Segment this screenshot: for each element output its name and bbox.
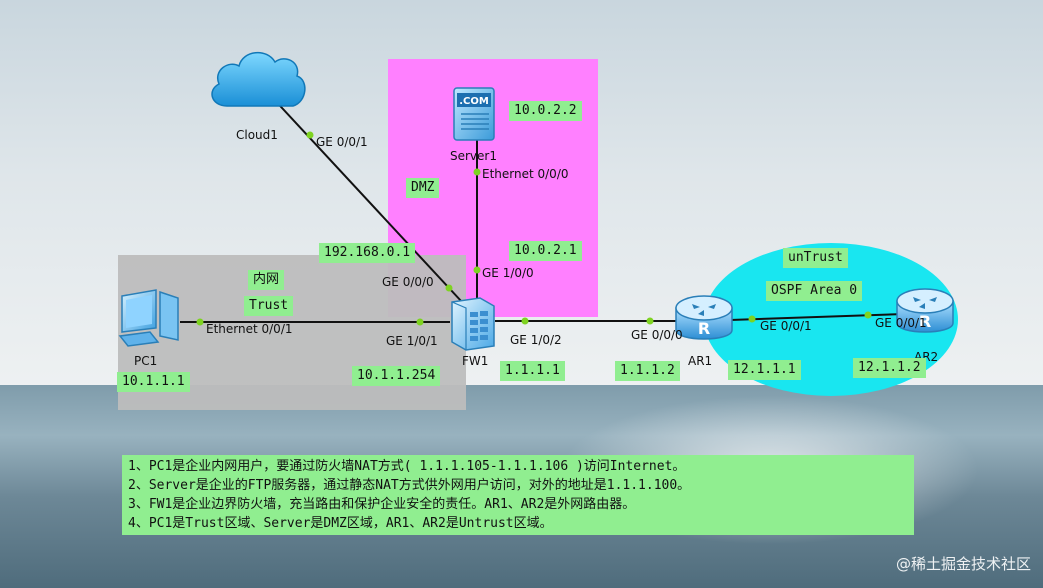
- link-ar1-ar2: [729, 313, 906, 321]
- device-label-server1: Server1: [450, 149, 497, 163]
- port-label-ar1-ge000: GE 0/0/0: [631, 328, 683, 342]
- zone-label-ospf: OSPF Area 0: [766, 281, 863, 301]
- port-label-fw-ge100: GE 1/0/0: [482, 266, 534, 280]
- note-line: 4、PC1是Trust区域、Server是DMZ区域，AR1、AR2是Untru…: [128, 516, 553, 531]
- pc-icon[interactable]: [116, 288, 186, 350]
- device-label-ar1: AR1: [688, 354, 713, 368]
- server-logo-text: .COM: [459, 96, 489, 107]
- port-label-ar2-ge001: GE 0/0/1: [875, 316, 927, 330]
- router-ar2-icon[interactable]: R: [893, 283, 957, 339]
- link-cloud-fw: [269, 94, 463, 303]
- ip-label-ar1-fw: 1.1.1.2: [615, 361, 680, 381]
- port-label-server-eth000: Ethernet 0/0/0: [482, 167, 569, 181]
- ip-label-fw-untrust: 1.1.1.1: [500, 361, 565, 381]
- ip-label-pc: 10.1.1.1: [117, 372, 190, 392]
- port-dot: [748, 315, 756, 323]
- ip-label-ar1-ar2: 12.1.1.1: [728, 360, 801, 380]
- server-icon[interactable]: .COM: [451, 86, 499, 142]
- ip-label-server: 10.0.2.2: [509, 101, 582, 121]
- svg-text:R: R: [919, 312, 931, 331]
- ip-label-ar2: 12.1.1.2: [853, 358, 926, 378]
- port-label-fw-ge000: GE 0/0/0: [382, 275, 434, 289]
- port-dot: [473, 266, 481, 274]
- zone-label-trust-cn: 内网: [248, 270, 285, 290]
- port-dot: [521, 317, 529, 325]
- port-dots: [196, 131, 872, 326]
- ip-label-fw-mgmt: 192.168.0.1: [319, 243, 416, 263]
- requirements-note: 1、PC1是企业内网用户，要通过防火墙NAT方式( 1.1.1.105-1.1.…: [122, 455, 914, 535]
- port-label-fw-ge102: GE 1/0/2: [510, 333, 562, 347]
- device-label-pc1: PC1: [134, 354, 158, 368]
- port-dot: [196, 318, 204, 326]
- router-ar1-icon[interactable]: R: [672, 290, 736, 346]
- zone-label-untrust: unTrust: [783, 248, 848, 268]
- cloud-icon[interactable]: [205, 44, 311, 114]
- ip-label-fw-trust: 10.1.1.254: [352, 366, 441, 386]
- note-line: 1、PC1是企业内网用户，要通过防火墙NAT方式( 1.1.1.105-1.1.…: [128, 459, 686, 474]
- firewall-icon[interactable]: [446, 296, 498, 352]
- svg-text:R: R: [698, 319, 710, 338]
- watermark: @稀土掘金技术社区: [895, 555, 1031, 573]
- note-line: 2、Server是企业的FTP服务器，通过静态NAT方式供外网用户访问，对外的地…: [128, 478, 691, 493]
- port-label-cloud-ge001: GE 0/0/1: [316, 135, 368, 149]
- port-dot: [445, 284, 453, 292]
- port-label-fw-ge101: GE 1/0/1: [386, 334, 438, 348]
- device-label-cloud1: Cloud1: [236, 128, 278, 142]
- zone-label-dmz: DMZ: [406, 178, 440, 198]
- port-dot: [864, 311, 872, 319]
- zone-label-trust: Trust: [244, 296, 294, 316]
- device-label-fw1: FW1: [462, 354, 489, 368]
- port-label-ar1-ge001: GE 0/0/1: [760, 319, 812, 333]
- port-dot: [306, 131, 314, 139]
- ip-label-fw-dmz: 10.0.2.1: [509, 241, 582, 261]
- port-label-pc-eth001: Ethernet 0/0/1: [206, 322, 293, 336]
- note-line: 3、FW1是企业边界防火墙，充当路由和保护企业安全的责任。AR1、AR2是外网路…: [128, 497, 636, 512]
- port-dot: [473, 168, 481, 176]
- port-dot: [646, 317, 654, 325]
- port-dot: [416, 318, 424, 326]
